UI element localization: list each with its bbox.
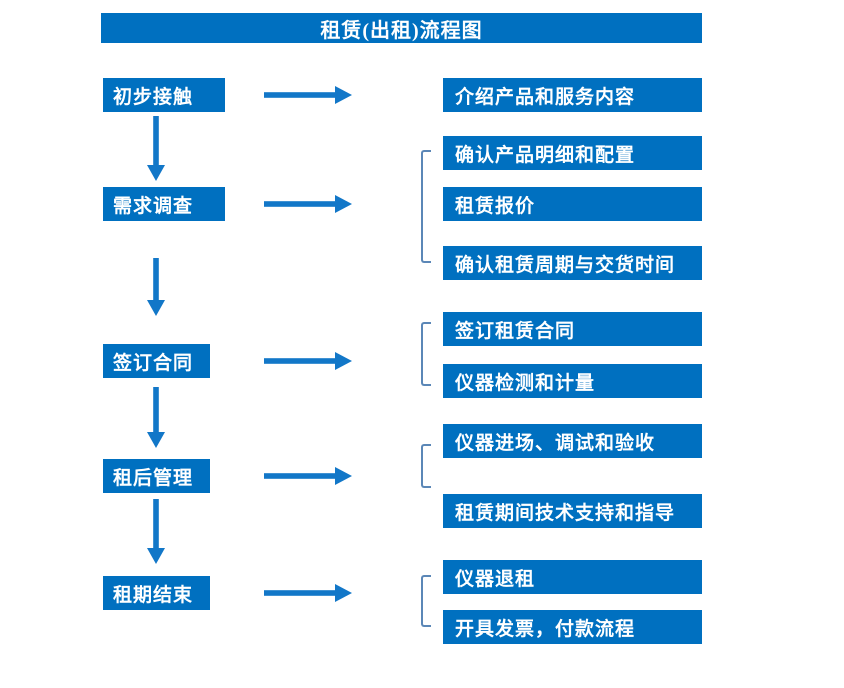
detail-box: 签订租赁合同 — [443, 312, 702, 346]
step-box-demand-survey: 需求调查 — [103, 187, 225, 221]
right-arrow-icon — [264, 584, 352, 602]
detail-box: 仪器退租 — [443, 560, 702, 594]
group-bracket — [421, 575, 431, 627]
flowchart-title: 租赁(出租)流程图 — [101, 13, 702, 43]
right-arrow-icon — [264, 467, 352, 485]
step-box-post-rental-management: 租后管理 — [103, 459, 210, 493]
step-box-initial-contact: 初步接触 — [103, 78, 225, 112]
detail-box: 确认产品明细和配置 — [443, 136, 702, 170]
down-arrow-icon — [147, 499, 165, 564]
down-arrow-icon — [147, 387, 165, 448]
detail-box: 仪器进场、调试和验收 — [443, 424, 702, 458]
step-box-sign-contract: 签订合同 — [103, 344, 210, 378]
detail-box: 租赁期间技术支持和指导 — [443, 494, 702, 528]
right-arrow-icon — [264, 195, 352, 213]
group-bracket — [421, 444, 431, 488]
right-arrow-icon — [264, 352, 352, 370]
down-arrow-icon — [147, 258, 165, 316]
detail-box: 开具发票，付款流程 — [443, 610, 702, 644]
right-arrow-icon — [264, 86, 352, 104]
detail-box: 介绍产品和服务内容 — [443, 78, 702, 112]
step-box-rental-end: 租期结束 — [103, 576, 210, 610]
detail-box: 确认租赁周期与交货时间 — [443, 246, 702, 280]
down-arrow-icon — [147, 116, 165, 181]
group-bracket — [421, 322, 431, 386]
detail-box: 租赁报价 — [443, 187, 702, 221]
detail-box: 仪器检测和计量 — [443, 364, 702, 398]
group-bracket — [421, 150, 431, 263]
